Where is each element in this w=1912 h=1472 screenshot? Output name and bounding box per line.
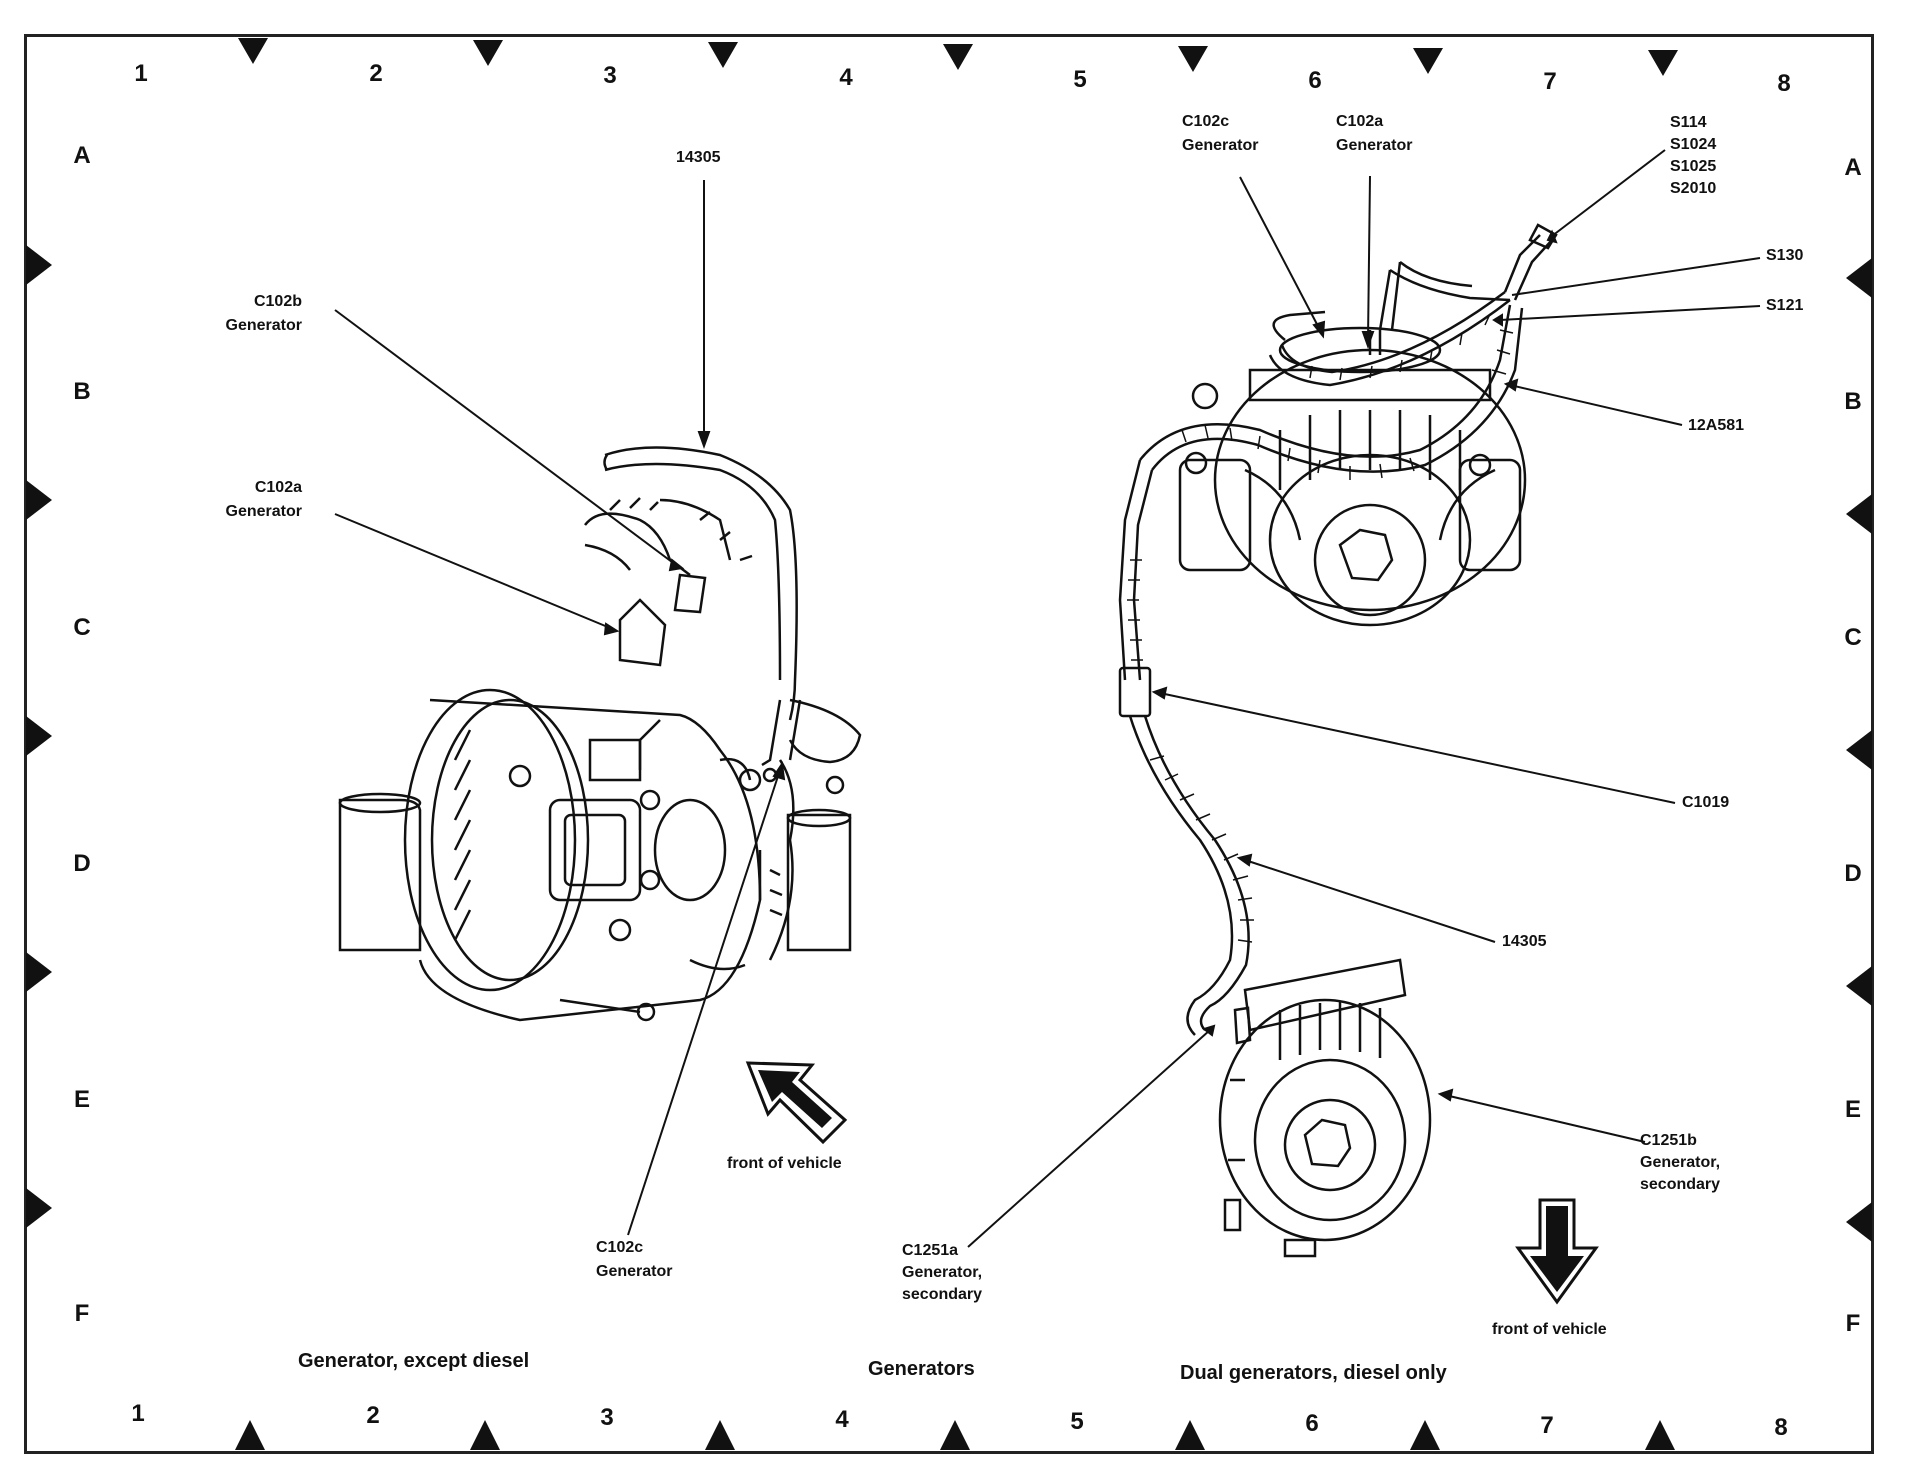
grid-col-bottom-7: 7	[1540, 1412, 1554, 1439]
grid-col-top-5: 5	[1073, 66, 1087, 93]
grid-row-left-a: A	[73, 142, 91, 169]
grid-col-bottom-8: 8	[1774, 1414, 1788, 1441]
label-right-c102a: C102a Generator	[1336, 113, 1413, 154]
grid-row-left-d: D	[73, 850, 91, 877]
right-generator-primary	[1178, 310, 1527, 627]
harness-ribs	[1127, 313, 1514, 943]
grid-row-right-a: A	[1844, 154, 1862, 181]
caption-right: Dual generators, diesel only	[1180, 1362, 1447, 1384]
label-right-s121: S121	[1766, 297, 1804, 314]
right-generator-secondary	[1218, 958, 1432, 1258]
label-right-14305: 14305	[1502, 933, 1547, 950]
label-right-splices: S114 S1024 S1025 S2010	[1670, 114, 1717, 197]
left-generator	[338, 688, 852, 1022]
grid-col-top-8: 8	[1777, 70, 1791, 97]
left-harness	[584, 446, 862, 770]
grid-col-top-1: 1	[134, 60, 148, 87]
label-right-s130: S130	[1766, 247, 1804, 264]
label-right-c1251a: C1251a Generator, secondary	[902, 1242, 983, 1303]
label-right-12a581: 12A581	[1688, 417, 1745, 434]
grid-row-left-b: B	[73, 378, 91, 405]
grid-col-top-4: 4	[839, 64, 853, 91]
grid-row-left-f: F	[74, 1300, 90, 1327]
label-left-c102c: C102c Generator	[596, 1239, 673, 1280]
grid-col-bottom-5: 5	[1070, 1408, 1084, 1435]
grid-row-left-c: C	[73, 614, 91, 641]
label-right-c1019: C1019	[1682, 794, 1730, 811]
grid-col-bottom-1: 1	[131, 1400, 145, 1427]
label-right-c1251b: C1251b Generator, secondary	[1640, 1132, 1721, 1193]
grid-row-left-e: E	[73, 1086, 90, 1113]
left-front-arrow-icon	[745, 1061, 848, 1145]
grid-col-top-2: 2	[369, 60, 383, 87]
grid-row-right-c: C	[1844, 624, 1862, 651]
grid-col-top-7: 7	[1543, 68, 1557, 95]
grid-col-top-3: 3	[603, 62, 617, 89]
grid-row-right-e: E	[1844, 1096, 1861, 1123]
right-front-arrow-icon	[1515, 1198, 1599, 1305]
grid-col-bottom-3: 3	[600, 1404, 614, 1431]
label-left-c102a: C102a Generator	[225, 479, 302, 520]
grid-row-right-b: B	[1844, 388, 1862, 415]
grid-border-markers	[26, 38, 1872, 1450]
label-left-c102b: C102b Generator	[225, 293, 302, 334]
grid-col-bottom-6: 6	[1305, 1410, 1319, 1437]
caption-center: Generators	[868, 1358, 975, 1380]
grid-col-bottom-4: 4	[835, 1406, 849, 1433]
leader-lines	[334, 149, 1761, 1248]
grid-col-top-6: 6	[1308, 67, 1322, 94]
label-right-c102c: C102c Generator	[1182, 113, 1259, 154]
grid-col-bottom-2: 2	[366, 1402, 380, 1429]
grid-row-right-d: D	[1844, 860, 1862, 887]
grid-row-right-f: F	[1845, 1310, 1861, 1337]
caption-left: Generator, except diesel	[298, 1350, 530, 1372]
right-harness	[1118, 223, 1558, 1036]
label-right-front: front of vehicle	[1492, 1321, 1607, 1338]
label-left-front: front of vehicle	[727, 1155, 842, 1172]
diagram-frame	[24, 34, 1874, 1454]
label-left-14305: 14305	[676, 149, 721, 166]
